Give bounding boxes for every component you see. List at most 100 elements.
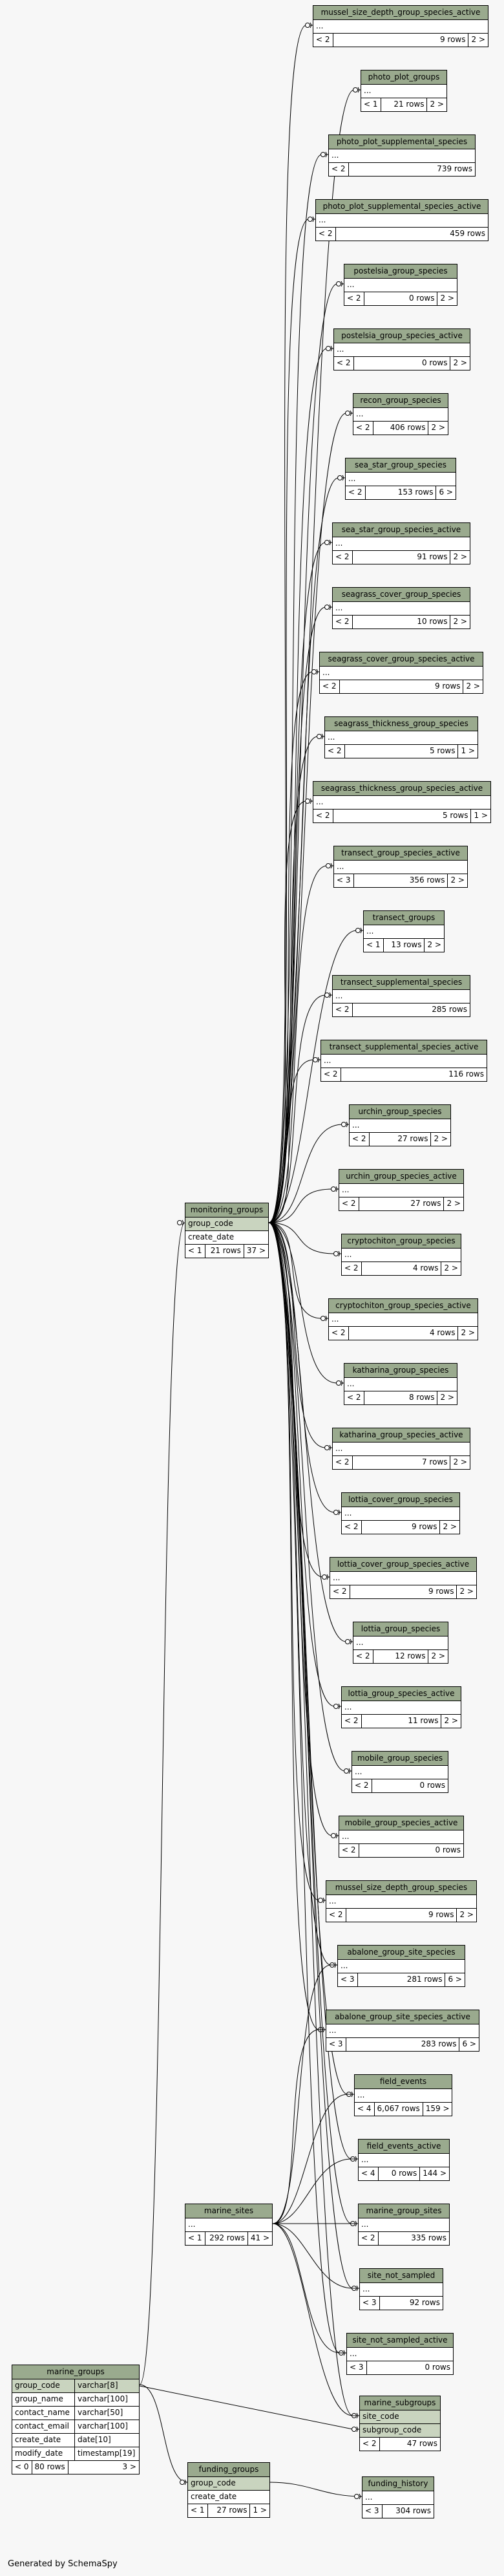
column-ellipsis: ... [313, 20, 488, 34]
row-count: 27 rows [359, 1197, 445, 1210]
children-count: 2 > [466, 682, 480, 691]
table-title: transect_supplemental_species [333, 976, 470, 990]
children-count: 2 > [443, 1522, 457, 1531]
row-count: 5 rows [333, 810, 472, 822]
edge-marker-mussel-size-depth-group-species [318, 1898, 323, 1903]
edge-katharina-group-species [268, 1222, 344, 1384]
table-title: photo_plot_supplemental_species [329, 135, 475, 149]
row-count: 4 rows [362, 1262, 442, 1275]
column-type: date[10] [78, 2435, 111, 2444]
edge-marker-funding-history [354, 2494, 359, 2499]
table-photo-plot-supplemental-species-active[interactable]: photo_plot_supplemental_species_active..… [315, 199, 488, 241]
children-count: 37 > [246, 1246, 266, 1255]
edge-marker-mobile-group-species-active-crow [335, 1832, 338, 1839]
table-title: cryptochiton_group_species_active [329, 1299, 478, 1313]
table-title: monitoring_groups [185, 1203, 268, 1218]
table-title: mussel_size_depth_group_species_active [313, 6, 488, 20]
children-count: 2 > [459, 1587, 474, 1596]
parents-count: < 2 [333, 551, 353, 564]
table-title: transect_group_species_active [334, 846, 467, 861]
row-count: 356 rows [354, 874, 448, 887]
row-count: 9 rows [333, 34, 469, 47]
edge-marker-photo-plot-groups [353, 87, 358, 92]
table-seagrass-thickness-group-species-active[interactable]: seagrass_thickness_group_species_active.… [313, 781, 491, 823]
children-count: 2 > [440, 294, 454, 303]
edge-marker-mobile-group-species-active [331, 1833, 336, 1838]
table-mussel-size-depth-group-species-active[interactable]: mussel_size_depth_group_species_active..… [313, 5, 488, 47]
edge-marker-lottia-cover-group-species [333, 1510, 339, 1515]
edge-marker-lottia-group-species [345, 1639, 350, 1644]
column-group-code: group_code [185, 1218, 268, 1231]
table-title: lottia_cover_group_species_active [330, 1558, 476, 1572]
parents-count: < 2 [359, 2232, 379, 2245]
parents-count: < 2 [333, 1456, 353, 1469]
edge-marker-monitoring-groups [177, 1220, 182, 1225]
edge-marker-lottia-cover-group-species-active [322, 1574, 327, 1580]
table-transect-supplemental-species-active[interactable]: transect_supplemental_species_active...<… [320, 1040, 487, 1082]
edge-marker-transect-supplemental-species [324, 993, 330, 998]
column-ellipsis: ... [353, 1637, 448, 1650]
edge-marker-lottia-group-species-crow [350, 1638, 352, 1645]
edge-marker-photo-plot-supplemental-species-active-crow [312, 216, 315, 222]
column-ellipsis: ... [360, 2283, 443, 2297]
column-ellipsis: ... [347, 2348, 453, 2361]
column-ellipsis: ... [333, 1443, 470, 1456]
parents-count: < 2 [325, 745, 345, 758]
column-ellipsis: ... [329, 149, 475, 163]
table-seagrass-cover-group-species-active[interactable]: seagrass_cover_group_species_active...< … [319, 652, 483, 694]
parents-count: < 2 [339, 1197, 359, 1210]
row-count: 0 rows [354, 357, 451, 370]
row-count: 0 rows [364, 292, 438, 305]
edge-marker-mussel-size-depth-group-species-crow [322, 1897, 325, 1904]
row-count: 0 rows [379, 2167, 421, 2180]
table-title: mobile_group_species_active [339, 1816, 463, 1830]
edge-cryptochiton-group-species [268, 1222, 341, 1254]
table-title: seagrass_thickness_group_species [325, 717, 478, 731]
edge-marker-cryptochiton-group-species-active [320, 1316, 326, 1321]
children-count: 2 > [427, 940, 441, 949]
